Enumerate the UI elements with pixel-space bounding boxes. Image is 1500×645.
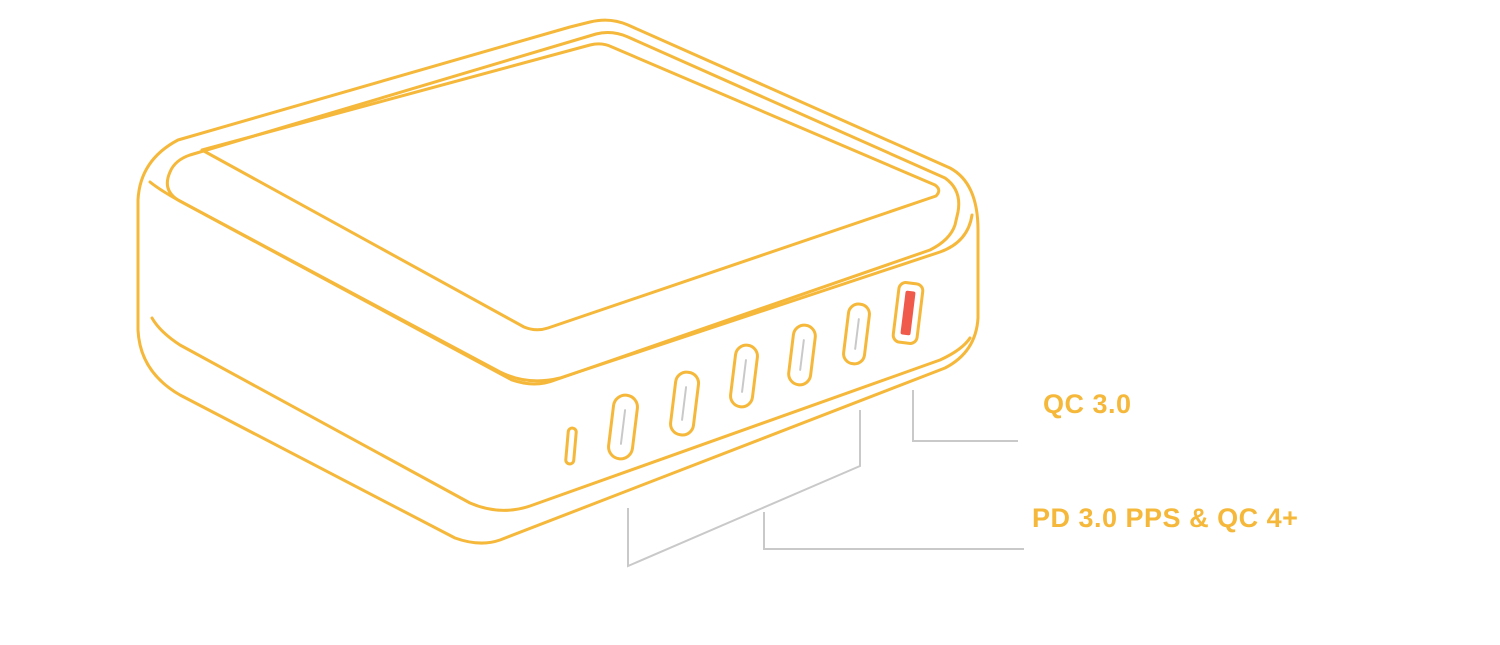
pd-leader-line [763,512,1024,550]
charger-body-outline [136,18,980,545]
charger-band-upper [148,180,974,383]
usb-c-port-5 [842,302,871,366]
charger-band-lower [150,316,972,512]
pd-leader-bracket [627,410,861,568]
qc-leader-line [912,390,1018,442]
pd-label: PD 3.0 PPS & QC 4+ [1032,503,1299,533]
qc-port-insert [900,290,916,336]
usb-c-port-1 [607,393,639,461]
usb-c-port-2 [669,370,701,437]
charger-top-face [200,42,941,332]
led-indicator [564,426,578,466]
charger-top-rim [165,31,961,386]
usb-c-port-4 [787,323,817,387]
usb-c-port-3 [729,343,759,409]
qc-label: QC 3.0 [1043,389,1132,419]
usb-c-port-6 [891,281,925,345]
